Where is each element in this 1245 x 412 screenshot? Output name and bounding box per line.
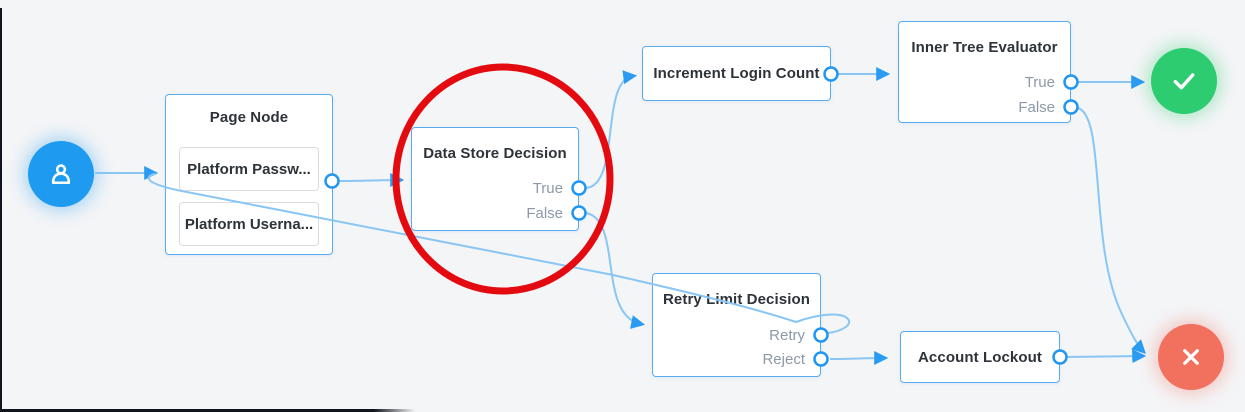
wire-reject-to-account-lockout xyxy=(829,351,889,366)
wire-innertree-false-to-failure xyxy=(1077,107,1146,354)
page-item-platform-password[interactable]: Platform Passw... xyxy=(179,147,319,191)
success-exit-node[interactable] xyxy=(1151,48,1217,114)
port-label-true: True xyxy=(532,180,563,197)
node-inner-tree-evaluator[interactable]: Inner Tree Evaluator True False xyxy=(898,21,1071,123)
x-icon xyxy=(1183,349,1199,365)
port-label-retry: Retry xyxy=(769,327,805,344)
wire-page-node-to-data-store xyxy=(338,173,405,188)
node-title: Data Store Decision xyxy=(423,145,567,162)
start-node[interactable] xyxy=(28,141,94,207)
port-label-false: False xyxy=(1018,99,1055,116)
user-icon xyxy=(51,164,71,184)
port-label-true: True xyxy=(1024,74,1055,91)
node-title: Increment Login Count xyxy=(653,65,820,82)
port-label-reject: Reject xyxy=(762,351,805,368)
node-account-lockout[interactable]: Account Lockout xyxy=(900,331,1060,383)
window-edge-left xyxy=(0,8,2,412)
page-item-platform-username[interactable]: Platform Userna... xyxy=(179,202,319,246)
node-retry-limit-decision[interactable]: Retry Limit Decision Retry Reject xyxy=(652,273,821,377)
wire-datastore-true-to-increment xyxy=(585,70,638,189)
node-increment-login-count[interactable]: Increment Login Count xyxy=(642,46,831,101)
node-title: Account Lockout xyxy=(918,348,1042,366)
check-icon xyxy=(1173,73,1195,90)
wire-datastore-false-to-retry-limit xyxy=(585,212,646,329)
node-page-node[interactable]: Page Node Platform Passw... Platform Use… xyxy=(165,94,333,255)
node-title: Retry Limit Decision xyxy=(662,291,811,308)
failure-exit-node[interactable] xyxy=(1158,324,1224,390)
window-edge-bottom xyxy=(0,409,415,412)
node-data-store-decision[interactable]: Data Store Decision True False xyxy=(411,127,579,231)
port-label-false: False xyxy=(526,205,563,222)
node-title: Page Node xyxy=(209,109,289,126)
wire-account-lockout-to-failure xyxy=(1066,349,1147,364)
node-title: Inner Tree Evaluator xyxy=(911,39,1058,56)
